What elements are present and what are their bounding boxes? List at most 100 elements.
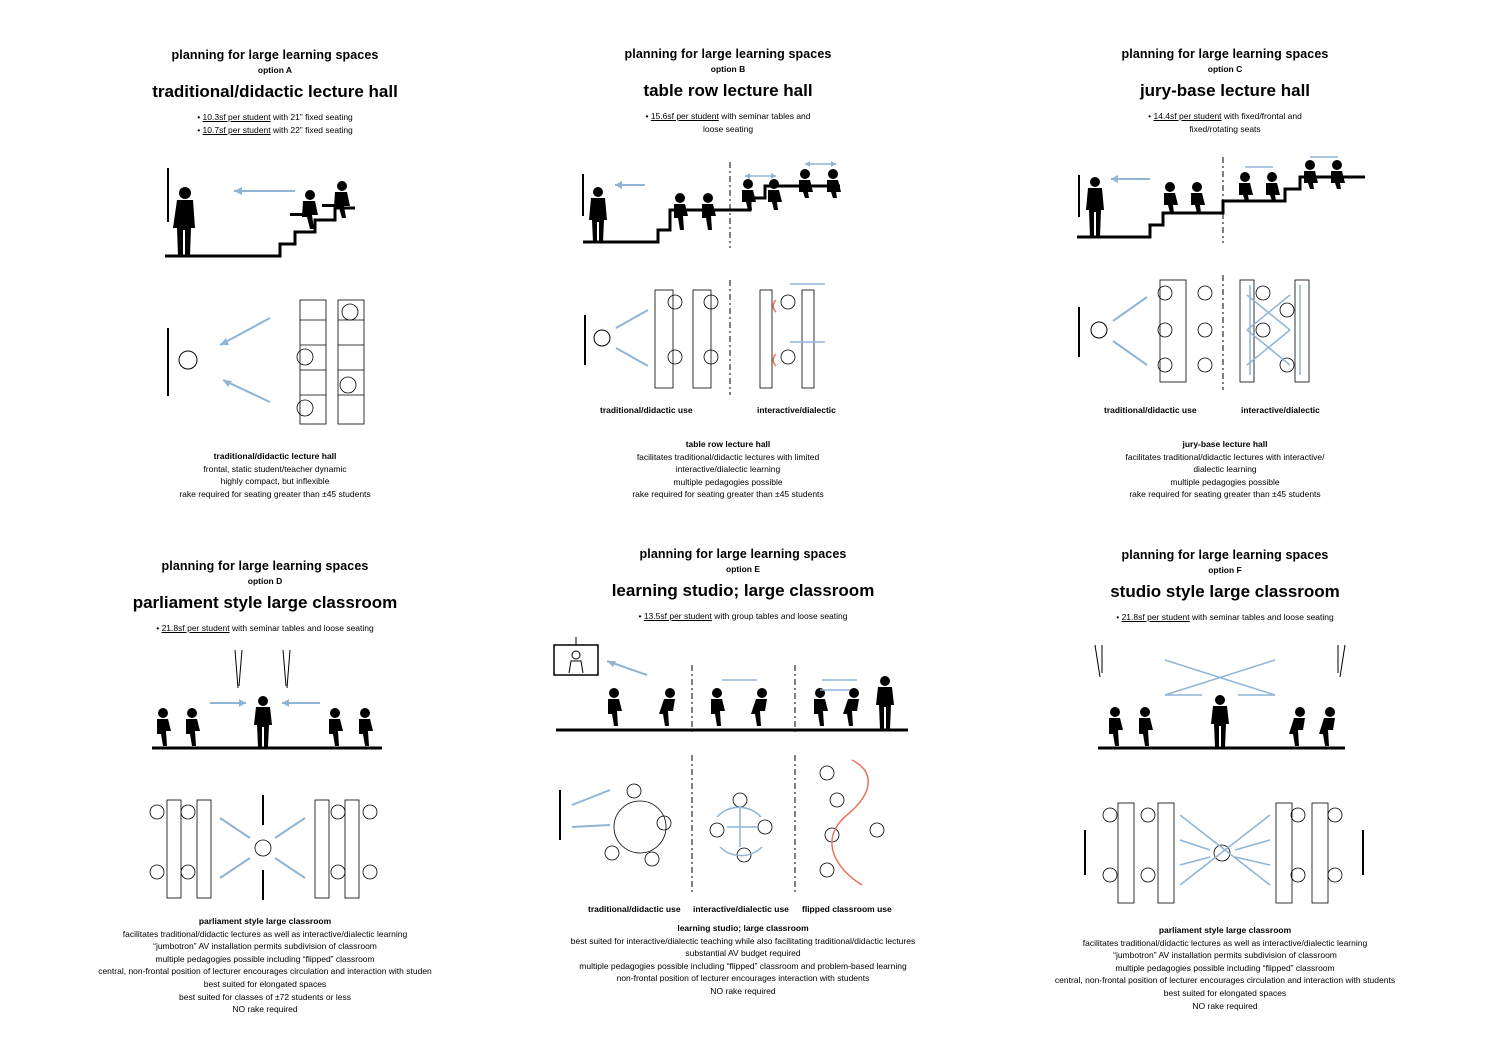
- lecturer-figure: [173, 187, 195, 256]
- student-figure: [322, 181, 350, 218]
- bullet-lead: 21.8sf per student: [1121, 612, 1190, 622]
- bullet-item: • 10.3sf per student with 21” fixed seat…: [197, 112, 353, 122]
- panel-option: option B: [710, 64, 746, 74]
- bullet-item: • 21.8sf per student with seminar tables…: [1116, 612, 1334, 622]
- caption-line: dialectic learning: [1193, 464, 1257, 475]
- caption-b: table row lecture hall facilitates tradi…: [508, 438, 948, 501]
- caption-line: multiple pedagogies possible: [1170, 476, 1280, 487]
- section-diagram-c: [1077, 156, 1365, 243]
- panel-option-b: planning for large learning spaces optio…: [508, 47, 948, 135]
- bullet-item: • 21.8sf per student with seminar tables…: [156, 623, 374, 633]
- student-figure: [608, 688, 859, 726]
- bullet-rest: with seminar tables and: [718, 111, 811, 121]
- student-figure: [742, 169, 841, 210]
- bullet-item: • 10.7sf per student with 22” fixed seat…: [197, 124, 353, 135]
- student-figure: [290, 190, 318, 229]
- use-label: interactive/dialectic: [1241, 405, 1320, 415]
- screen-icon: [553, 644, 599, 676]
- caption-line: multiple pedagogies possible: [673, 476, 783, 487]
- caption-line: multiple pedagogies possible including “…: [579, 960, 907, 971]
- bullet-lead: 10.7sf per student: [202, 124, 271, 135]
- caption-line: interactive/dialectic learning: [675, 464, 781, 475]
- section-diagram-d: [152, 649, 382, 750]
- student-figure: [674, 193, 716, 230]
- plan-diagram-f: [1084, 802, 1364, 904]
- caption-line: substantial AV budget required: [685, 948, 801, 959]
- use-label: interactive/dialectic use: [693, 904, 789, 914]
- caption-line: NO rake required: [710, 985, 776, 996]
- caption-c: jury-base lecture hall facilitates tradi…: [1005, 438, 1445, 501]
- panel-option: option A: [257, 65, 293, 75]
- panel-kicker: planning for large learning spaces: [624, 47, 832, 61]
- lecturer-figure: [589, 187, 607, 242]
- use-label: flipped classroom use: [802, 904, 892, 914]
- panel-option: option D: [247, 576, 283, 586]
- caption-line: NO rake required: [232, 1004, 298, 1015]
- panel-option-d: planning for large learning spaces optio…: [45, 559, 485, 635]
- caption-line: “jumbotron” AV installation permits subd…: [1113, 950, 1337, 961]
- bullet-list: • 15.6sf per student with seminar tables…: [508, 110, 948, 135]
- panel-option: option C: [1207, 64, 1243, 74]
- bullet-item: • 13.5sf per student with group tables a…: [638, 611, 848, 621]
- caption-line: frontal, static student/teacher dynamic: [203, 463, 347, 474]
- caption-title: parliament style large classroom: [1158, 925, 1292, 935]
- bullet-list: • 13.5sf per student with group tables a…: [523, 610, 963, 623]
- student-figure: [1164, 160, 1345, 213]
- bullet-lead: 21.8sf per student: [161, 623, 230, 633]
- panel-title: jury-base lecture hall: [1139, 81, 1311, 100]
- caption-line: multiple pedagogies possible including “…: [155, 953, 375, 964]
- section-diagram-e: [553, 637, 908, 735]
- caption-title: parliament style large classroom: [198, 916, 332, 926]
- bullet-lead: 14.4sf per student: [1153, 111, 1222, 121]
- use-label: traditional/didactic use: [1104, 405, 1197, 415]
- panel-title: table row lecture hall: [643, 81, 813, 100]
- caption-line: best suited for elongated spaces: [203, 978, 327, 989]
- caption-line: facilitates traditional/didactic lecture…: [122, 928, 408, 939]
- caption-line: best suited for interactive/dialectic te…: [570, 935, 916, 946]
- bullet-lead: 10.3sf per student: [202, 112, 271, 122]
- caption-line: central, non-frontal position of lecture…: [98, 966, 432, 977]
- caption-d: parliament style large classroom facilit…: [45, 915, 485, 1016]
- student-figure: [1109, 707, 1335, 746]
- plan-diagram-c: [1078, 275, 1310, 390]
- plan-diagram-a: [167, 299, 365, 425]
- caption-line: “jumbotron” AV installation permits subd…: [153, 941, 377, 952]
- bullet-lead: 15.6sf per student: [650, 111, 719, 121]
- section-diagram-a: [165, 168, 355, 258]
- caption-a: traditional/didactic lecture hall fronta…: [55, 450, 495, 500]
- bullet-item: fixed/rotating seats: [1189, 123, 1261, 134]
- bullet-item: • 15.6sf per student with seminar tables…: [645, 111, 811, 121]
- bullet-rest: with 22” fixed seating: [270, 124, 353, 135]
- bullet-rest: with fixed/frontal and: [1221, 111, 1302, 121]
- caption-title: jury-base lecture hall: [1182, 439, 1268, 449]
- panel-option: option E: [726, 564, 760, 574]
- plan-diagram-d: [149, 795, 378, 900]
- caption-line: facilitates traditional/didactic lecture…: [1125, 451, 1325, 462]
- bullet-lead: 13.5sf per student: [643, 611, 712, 621]
- panel-title: parliament style large classroom: [132, 593, 398, 612]
- panel-option-f: planning for large learning spaces optio…: [1005, 548, 1445, 624]
- caption-line: rake required for seating greater than ±…: [179, 488, 371, 499]
- use-label: traditional/didactic use: [600, 405, 693, 415]
- caption-line: highly compact, but inflexible: [220, 476, 330, 487]
- section-diagram-f: [1094, 644, 1346, 750]
- lecturer-figure: [254, 696, 272, 747]
- bullet-rest: with seminar tables and loose seating: [1189, 612, 1334, 622]
- panel-option: option F: [1208, 565, 1242, 575]
- caption-line: multiple pedagogies possible including “…: [1115, 962, 1335, 973]
- caption-line: facilitates traditional/didactic lecture…: [636, 451, 820, 462]
- panel-option-a: planning for large learning spaces optio…: [55, 48, 495, 136]
- panel-kicker: planning for large learning spaces: [171, 48, 379, 62]
- caption-line: rake required for seating greater than ±…: [632, 489, 824, 500]
- bullet-rest: with 21” fixed seating: [270, 112, 353, 122]
- bullet-item: • 14.4sf per student with fixed/frontal …: [1148, 111, 1302, 121]
- caption-title: learning studio; large classroom: [677, 923, 809, 933]
- panel-kicker: planning for large learning spaces: [1121, 47, 1329, 61]
- lecturer-figure: [1211, 695, 1229, 747]
- bullet-item: loose seating: [702, 123, 754, 134]
- panel-kicker: planning for large learning spaces: [639, 547, 847, 561]
- lecturer-figure: [1086, 177, 1104, 237]
- use-label: traditional/didactic use: [588, 904, 681, 914]
- caption-e: learning studio; large classroom best su…: [523, 922, 963, 998]
- caption-line: rake required for seating greater than ±…: [1129, 489, 1321, 500]
